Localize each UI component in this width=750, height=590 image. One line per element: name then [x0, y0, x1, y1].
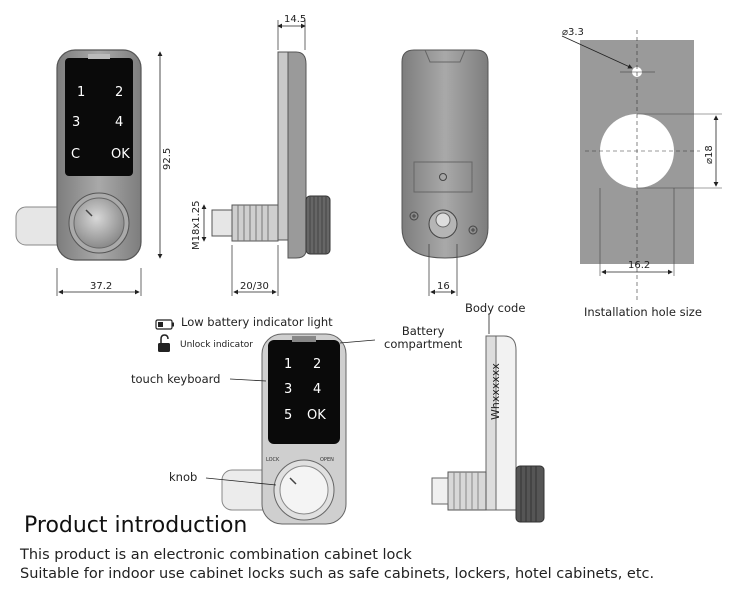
key-2: 2	[115, 85, 123, 100]
side-view: 14.5 M18x1.25 20/30	[191, 14, 331, 296]
dim-hole-large: ⌀18	[704, 145, 715, 164]
body-code-marking: Whxxxxxx	[489, 363, 502, 420]
product-view: 1 2 3 4 5 OK LOCK OPEN	[221, 333, 347, 525]
product-key-ok: OK	[307, 408, 326, 423]
front-view: 1 2 3 4 C OK 37.2 92.5	[15, 49, 173, 296]
knob-label: knob	[169, 470, 198, 484]
battery-icon	[155, 319, 174, 330]
intro-title: Product introduction	[24, 513, 248, 538]
intro-line-1: This product is an electronic combinatio…	[20, 547, 412, 563]
product-key-4: 4	[313, 382, 321, 397]
touch-keyboard-label: touch keyboard	[131, 372, 221, 386]
unlock-indicator-label: Unlock indicator	[180, 340, 253, 350]
key-1: 1	[77, 85, 85, 100]
dim-height: 92.5	[162, 148, 173, 170]
intro-line-2: Suitable for indoor use cabinet locks su…	[20, 566, 655, 582]
battery-cover	[413, 161, 473, 193]
back-view: 16	[401, 49, 489, 296]
product-key-2: 2	[313, 357, 321, 372]
product-side-knob	[515, 465, 545, 523]
dim-thread: M18x1.25	[191, 200, 202, 250]
open-label: OPEN	[320, 457, 334, 463]
dim-side-width: 14.5	[284, 14, 306, 25]
key-ok: OK	[111, 147, 130, 162]
lock-label: LOCK	[266, 457, 280, 463]
battery-compartment-label: Battery compartment	[384, 324, 463, 351]
key-4: 4	[115, 115, 123, 130]
body-code-label: Body code	[465, 301, 526, 315]
dim-thread-length: 20/30	[240, 281, 269, 292]
product-key-1: 1	[284, 357, 292, 372]
dim-hole-small: ⌀3.3	[562, 27, 584, 38]
key-c: C	[71, 147, 80, 162]
thread-barrel	[231, 204, 279, 242]
product-knob	[279, 465, 329, 515]
knob	[73, 197, 125, 249]
battery-slot	[88, 54, 110, 59]
dim-front-width: 37.2	[90, 281, 112, 292]
product-keypad	[268, 340, 340, 444]
unlock-icon	[158, 334, 170, 352]
product-key-5: 5	[284, 408, 292, 423]
dim-back-width: 16	[437, 281, 450, 292]
product-key-3: 3	[284, 382, 292, 397]
key-3: 3	[72, 115, 80, 130]
installation-hole-label: Installation hole size	[584, 305, 702, 319]
keypad-panel	[65, 58, 133, 176]
product-side-view: Whxxxxxx	[431, 335, 545, 523]
hole-view: ⌀3.3 ⌀18 16.2	[561, 27, 722, 300]
low-battery-label: Low battery indicator light	[181, 315, 333, 329]
dim-hole-offset: 16.2	[628, 260, 650, 271]
